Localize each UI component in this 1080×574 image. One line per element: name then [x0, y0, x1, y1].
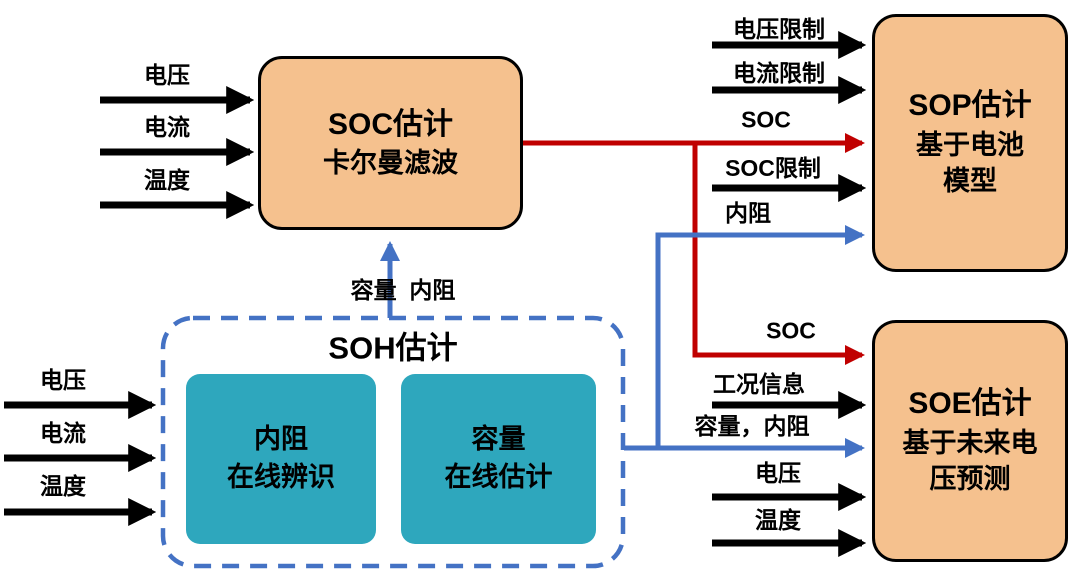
label-sop-input-soc: SOC [741, 106, 791, 133]
label-soe-input-capacity-resistance: 容量，内阻 [694, 413, 810, 439]
label-sop-input-soc-limit: SOC限制 [725, 155, 821, 181]
soc-title: SOC估计 [327, 107, 453, 141]
soe-estimation-block: SOE估计 基于未来电 压预测 [872, 320, 1068, 562]
soc-estimation-block: SOC估计 卡尔曼滤波 [258, 56, 523, 230]
sop-estimation-block: SOP估计 基于电池 模型 [872, 14, 1068, 272]
label-sop-input-resistance: 内阻 [725, 200, 771, 226]
label-soh-input-current: 电流 [40, 420, 86, 446]
label-soe-input-soc: SOC [766, 317, 816, 344]
soe-subtitle: 基于未来电 压预测 [902, 427, 1038, 495]
label-soh-input-temperature: 温度 [40, 473, 86, 499]
label-soe-input-temperature: 温度 [755, 507, 801, 533]
label-soc-input-temperature: 温度 [144, 167, 190, 193]
label-sop-input-current-limit: 电流限制 [733, 60, 825, 86]
sop-title: SOP估计 [908, 89, 1032, 123]
label-soe-input-voltage: 电压 [755, 460, 801, 486]
label-soe-input-condition-info: 工况信息 [713, 371, 805, 397]
label-soc-input-current: 电流 [144, 114, 190, 140]
soe-title: SOE估计 [908, 387, 1032, 421]
soh-module-capacity-estimation: 容量 在线估计 [401, 374, 596, 544]
label-sop-input-voltage-limit: 电压限制 [733, 16, 825, 42]
sop-subtitle: 基于电池 模型 [916, 129, 1024, 197]
soc-subtitle: 卡尔曼滤波 [323, 148, 458, 179]
soh-title: SOH估计 [328, 330, 458, 366]
soh-module-resistance-identification: 内阻 在线辨识 [186, 374, 376, 544]
label-capacity-resistance: 容量 内阻 [350, 277, 456, 303]
label-soh-input-voltage: 电压 [40, 367, 86, 393]
label-soc-input-voltage: 电压 [144, 62, 190, 88]
